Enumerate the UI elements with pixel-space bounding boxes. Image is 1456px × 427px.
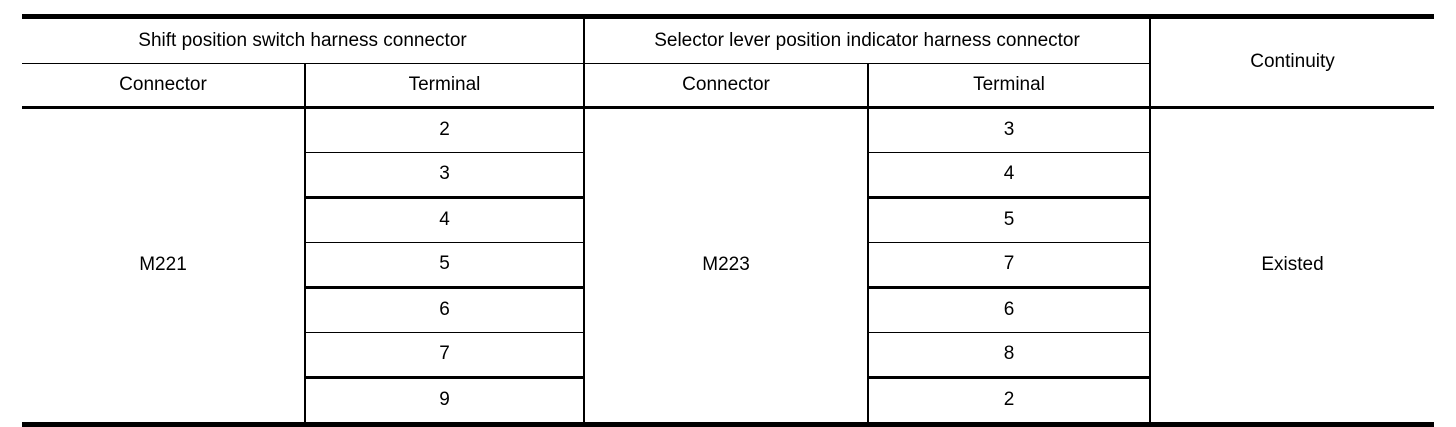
header-terminal-2: Terminal [868, 63, 1152, 109]
cell-connector-m221: M221 [22, 107, 306, 427]
continuity-table: Shift position switch harness connector … [22, 14, 1435, 427]
header-connector-1: Connector [22, 63, 306, 109]
table-row: 3 4 [22, 152, 1434, 199]
header-terminal-1: Terminal [305, 63, 586, 109]
cell-terminal-right: 4 [868, 152, 1152, 199]
cell-terminal-left: 7 [305, 332, 586, 379]
cell-connector-m223: M223 [584, 107, 870, 427]
cell-terminal-right: 6 [868, 287, 1152, 333]
header-group-row: Shift position switch harness connector … [22, 14, 1435, 109]
cell-terminal-left: 9 [305, 377, 586, 427]
table-row: 4 5 [22, 197, 1434, 243]
cell-terminal-right: 3 [868, 107, 1152, 153]
header-continuity: Continuity [1150, 14, 1435, 109]
table-row: 5 7 [22, 242, 1434, 289]
header-group-selector-lever-indicator: Selector lever position indicator harnes… [584, 14, 1152, 64]
cell-terminal-left: 4 [305, 197, 586, 243]
table-header: Shift position switch harness connector … [22, 14, 1435, 109]
header-group-shift-position-switch: Shift position switch harness connector [22, 14, 586, 64]
table-row: 7 8 [22, 332, 1434, 379]
header-connector-2: Connector [584, 63, 870, 109]
cell-terminal-left: 5 [305, 242, 586, 289]
cell-terminal-left: 6 [305, 287, 586, 333]
table-row: M221 2 M223 3 Existed [22, 107, 1435, 427]
table-body: M221 2 M223 3 Existed 3 4 4 5 5 7 6 6 [22, 107, 1435, 427]
cell-terminal-right: 5 [868, 197, 1152, 243]
cell-terminal-right: 8 [868, 332, 1152, 379]
cell-terminal-right: 7 [868, 242, 1152, 289]
cell-continuity-existed: Existed [1150, 107, 1435, 427]
continuity-table-container: Shift position switch harness connector … [22, 14, 1435, 427]
header-sub-row: Connector Terminal Connector Terminal [22, 63, 1434, 109]
table-row: 6 6 [22, 287, 1434, 333]
cell-terminal-left: 2 [305, 107, 586, 153]
cell-terminal-left: 3 [305, 152, 586, 199]
cell-terminal-right: 2 [868, 377, 1152, 427]
